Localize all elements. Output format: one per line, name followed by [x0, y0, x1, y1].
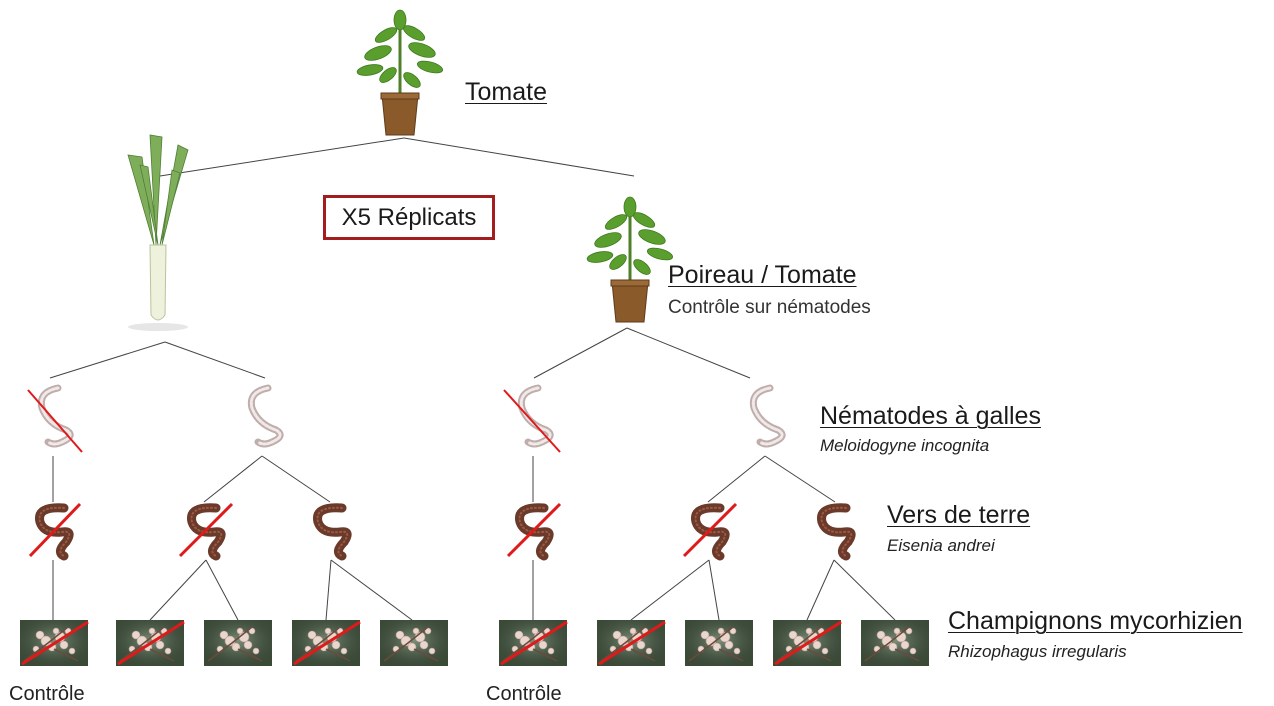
fungi-absent	[291, 619, 361, 667]
fungi-icon	[379, 619, 449, 667]
fungi-absent	[772, 619, 842, 667]
tree-connectors	[49, 137, 896, 621]
earthworms-species: Eisenia andrei	[887, 536, 995, 555]
fungi-absent	[115, 619, 185, 667]
tomato-title: Tomate	[465, 78, 547, 106]
earthworm-icon	[318, 508, 348, 556]
earthworm-absent	[28, 502, 82, 556]
leek-tomato-title: Poireau / Tomate	[668, 261, 857, 289]
fungi-icon	[203, 619, 273, 667]
fungi-title: Champignons mycorhizien	[948, 607, 1243, 635]
control-label-left: Contrôle	[9, 683, 85, 705]
nematodes-species: Meloidogyne incognita	[820, 436, 990, 455]
replicates-box: X5 Réplicats	[323, 195, 495, 240]
fungi-absent	[19, 619, 89, 667]
tomato-plant-icon	[584, 195, 676, 324]
tomato-plant-icon	[354, 8, 446, 137]
fungi-absent	[596, 619, 666, 667]
fungi-icon	[684, 619, 754, 667]
earthworm-icon	[822, 508, 852, 556]
earthworm-absent	[682, 502, 738, 556]
nematode-absent-left	[27, 388, 83, 453]
nematode-icon	[251, 388, 280, 444]
earthworm-absent	[178, 502, 234, 556]
replicates-label: X5 Réplicats	[341, 203, 477, 231]
leek-plant-icon	[127, 134, 189, 332]
earthworms-title: Vers de terre	[887, 501, 1031, 529]
nematode-icon	[753, 388, 782, 444]
fungi-species: Rhizophagus irregularis	[948, 642, 1127, 661]
leek-tomato-subtitle: Contrôle sur nématodes	[668, 297, 871, 318]
fungi-absent	[498, 619, 568, 667]
nematode-absent-right	[503, 388, 561, 453]
control-label-right: Contrôle	[486, 683, 562, 705]
earthworm-absent	[506, 502, 562, 556]
nematodes-title: Nématodes à galles	[820, 402, 1041, 430]
fungi-icon	[860, 619, 930, 667]
